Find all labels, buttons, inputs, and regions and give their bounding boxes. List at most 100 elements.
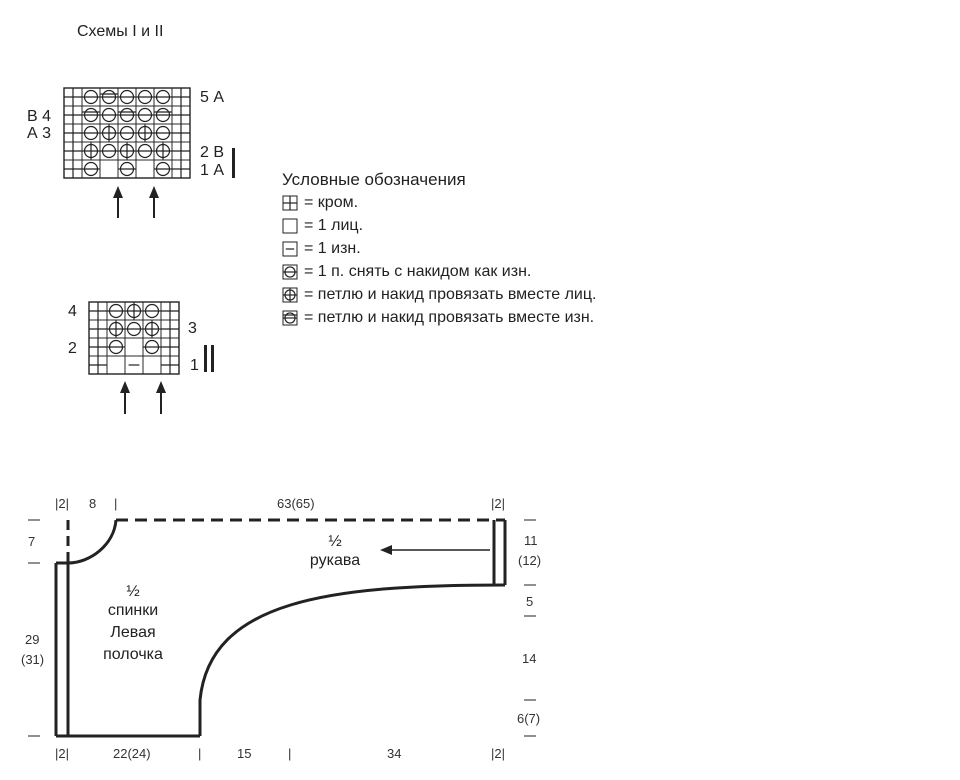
- chart-cell-edge: [171, 87, 191, 107]
- chart2-row-1: 1: [190, 357, 199, 374]
- chart-cell-slip: [153, 159, 173, 179]
- chart1-arrow-right: [149, 186, 159, 218]
- left-dim-length: 29: [25, 632, 40, 647]
- chart-cell-slip_h: [81, 105, 101, 125]
- chart1-roman-i: [232, 148, 235, 178]
- chart1-row-4: В 4: [27, 108, 52, 125]
- chart-cell-knit: [142, 355, 162, 375]
- chart-cell-edge: [63, 87, 83, 107]
- chart-cell-knit_t: [99, 123, 119, 143]
- chart-cell-slip: [99, 105, 119, 125]
- right-dim-5: 5: [526, 594, 534, 609]
- chart-cell-purl: [124, 355, 144, 375]
- legend-item-purl: = 1 изн.: [282, 238, 361, 260]
- legend-title: Условные обозначения: [282, 170, 466, 189]
- legend-text: = кром.: [304, 194, 359, 211]
- page-title: Схемы I и II: [77, 23, 164, 40]
- back-label-3: полочка: [103, 646, 163, 663]
- chart-cell-slip: [153, 87, 173, 107]
- chart1-row-3: А 3: [27, 125, 52, 142]
- chart-cell-edge: [63, 105, 83, 125]
- legend-text: = петлю и накид провязать вместе лиц.: [304, 286, 597, 303]
- left-dim-length-alt: (31): [21, 652, 45, 667]
- chart-cell-slip: [81, 123, 101, 143]
- chart1-row-5: 5 А: [200, 89, 225, 106]
- chart-cell-slip: [81, 87, 101, 107]
- chart2-row-3: 3: [188, 320, 197, 337]
- chart-cell-edge: [88, 301, 108, 321]
- chart-cell-slip_h: [153, 105, 173, 125]
- bottom-tick-1: |: [198, 746, 202, 761]
- legend-symbol-purl-icon: [282, 241, 298, 257]
- legend-text: = 1 п. снять с накидом как изн.: [304, 263, 532, 280]
- chart2-arrow-left: [120, 381, 130, 414]
- sleeve-half: ½: [328, 533, 342, 550]
- chart-cell-edge: [171, 105, 191, 125]
- chart-cell-edge: [63, 141, 83, 161]
- chart-cell-edge: [88, 355, 108, 375]
- pattern-drawing: [28, 518, 536, 738]
- chart1-row-2: 2 В: [200, 144, 225, 161]
- chart-cell-slip: [142, 301, 162, 321]
- chart-cell-edge: [171, 141, 191, 161]
- chart-cell-knit_t: [106, 319, 126, 339]
- legend-symbol-slip_h-icon: [282, 310, 298, 326]
- chart-cell-slip: [117, 123, 137, 143]
- top-dim-neck: 8: [89, 496, 97, 511]
- chart-cell-knit: [99, 159, 119, 179]
- chart-cell-knit: [106, 355, 126, 375]
- chart-cell-knit: [135, 159, 155, 179]
- top-dim-edge-right: |2|: [491, 496, 506, 511]
- chart-cell-slip: [117, 159, 137, 179]
- chart-cell-slip_h: [117, 105, 137, 125]
- sleeve-curve: [198, 583, 506, 736]
- chart-cell-slip: [99, 141, 119, 161]
- bottom-tick-2: |: [288, 746, 292, 761]
- legend-item-slip_h: = петлю и накид провязать вместе изн.: [282, 307, 594, 329]
- chart-cell-slip: [135, 105, 155, 125]
- legend-item-slip: = 1 п. снять с накидом как изн.: [282, 261, 531, 283]
- left-dim-neck-depth: 7: [28, 534, 36, 549]
- legend-item-knit_t: = петлю и накид провязать вместе лиц.: [282, 284, 596, 306]
- legend-symbol-knit-icon: [282, 218, 298, 234]
- chart-cell-edge: [171, 159, 191, 179]
- right-dim-6: 6(7): [517, 711, 541, 726]
- chart1-grid: [63, 87, 191, 179]
- chart2-roman-ii-a: [204, 345, 207, 372]
- chart-cell-knit: [124, 337, 144, 357]
- sleeve-label: рукава: [309, 552, 361, 569]
- chart-cell-slip: [81, 159, 101, 179]
- legend-text: = петлю и накид провязать вместе изн.: [304, 309, 595, 326]
- chart-cell-edge: [160, 319, 180, 339]
- chart-cell-slip_h: [99, 87, 119, 107]
- legend-item-edge: = кром.: [282, 192, 358, 214]
- legend-symbol-knit_t-icon: [282, 287, 298, 303]
- chart-cell-slip: [106, 337, 126, 357]
- chart-cell-knit_t: [135, 123, 155, 143]
- legend-symbol-edge-icon: [282, 195, 298, 211]
- bottom-dim-sleeve: 34: [387, 746, 402, 761]
- chart-cell-slip: [124, 319, 144, 339]
- chart-cell-knit_t: [124, 301, 144, 321]
- chart-cell-slip: [135, 141, 155, 161]
- right-dim-cuff: 11: [524, 533, 538, 548]
- chart2-row-2: 2: [68, 340, 77, 357]
- chart-cell-edge: [63, 123, 83, 143]
- chart1-row-1: 1 А: [200, 162, 225, 179]
- chart2-arrow-right: [156, 381, 166, 414]
- chart2-roman-ii-b: [211, 345, 214, 372]
- bottom-dim-edge-left: |2|: [55, 746, 70, 761]
- legend-text: = 1 лиц.: [304, 217, 364, 234]
- chart-cell-knit_t: [153, 141, 173, 161]
- top-dim-edge-left: |2|: [55, 496, 70, 511]
- bottom-dim-back: 22(24): [113, 746, 151, 761]
- bottom-dim-edge-right: |2|: [491, 746, 506, 761]
- right-dim-14: 14: [522, 651, 537, 666]
- chart-cell-edge: [88, 337, 108, 357]
- back-label-1: спинки: [107, 602, 159, 619]
- sleeve-arrow-head: [380, 545, 392, 555]
- chart-cell-knit_t: [117, 141, 137, 161]
- chart1-arrow-left: [113, 186, 123, 218]
- bottom-dim-curve: 15: [237, 746, 252, 761]
